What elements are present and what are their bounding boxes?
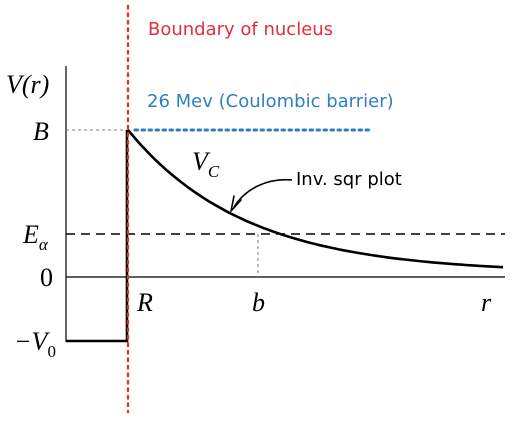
vc-label-sub: C <box>208 162 220 181</box>
potential-well <box>66 130 129 343</box>
e-alpha-sub: α <box>39 235 49 254</box>
vc-label-main: V <box>192 147 211 176</box>
v0-main: −V <box>14 327 51 356</box>
annotation-arrowhead <box>230 195 242 212</box>
coulomb-curve <box>127 129 504 269</box>
boundary-annotation: Boundary of nucleus <box>148 19 333 40</box>
zero-label: 0 <box>40 263 53 292</box>
v0-sub: 0 <box>47 342 56 361</box>
curve-annotation: Inv. sqr plot <box>296 169 402 190</box>
r-label-R: R <box>136 288 153 317</box>
r-label-r: r <box>481 288 492 317</box>
r-label-b: b <box>252 288 265 317</box>
barrier-annotation: 26 Mev (Coulombic barrier) <box>147 91 394 112</box>
b-level-label: B <box>33 117 49 146</box>
y-axis-label: V(r) <box>6 70 49 99</box>
e-alpha-label: Eα <box>22 220 49 254</box>
v0-label: −V0 <box>14 327 56 361</box>
annotation-arrow <box>233 178 293 208</box>
e-alpha-main: E <box>22 220 39 249</box>
vc-label: VC <box>192 147 220 181</box>
